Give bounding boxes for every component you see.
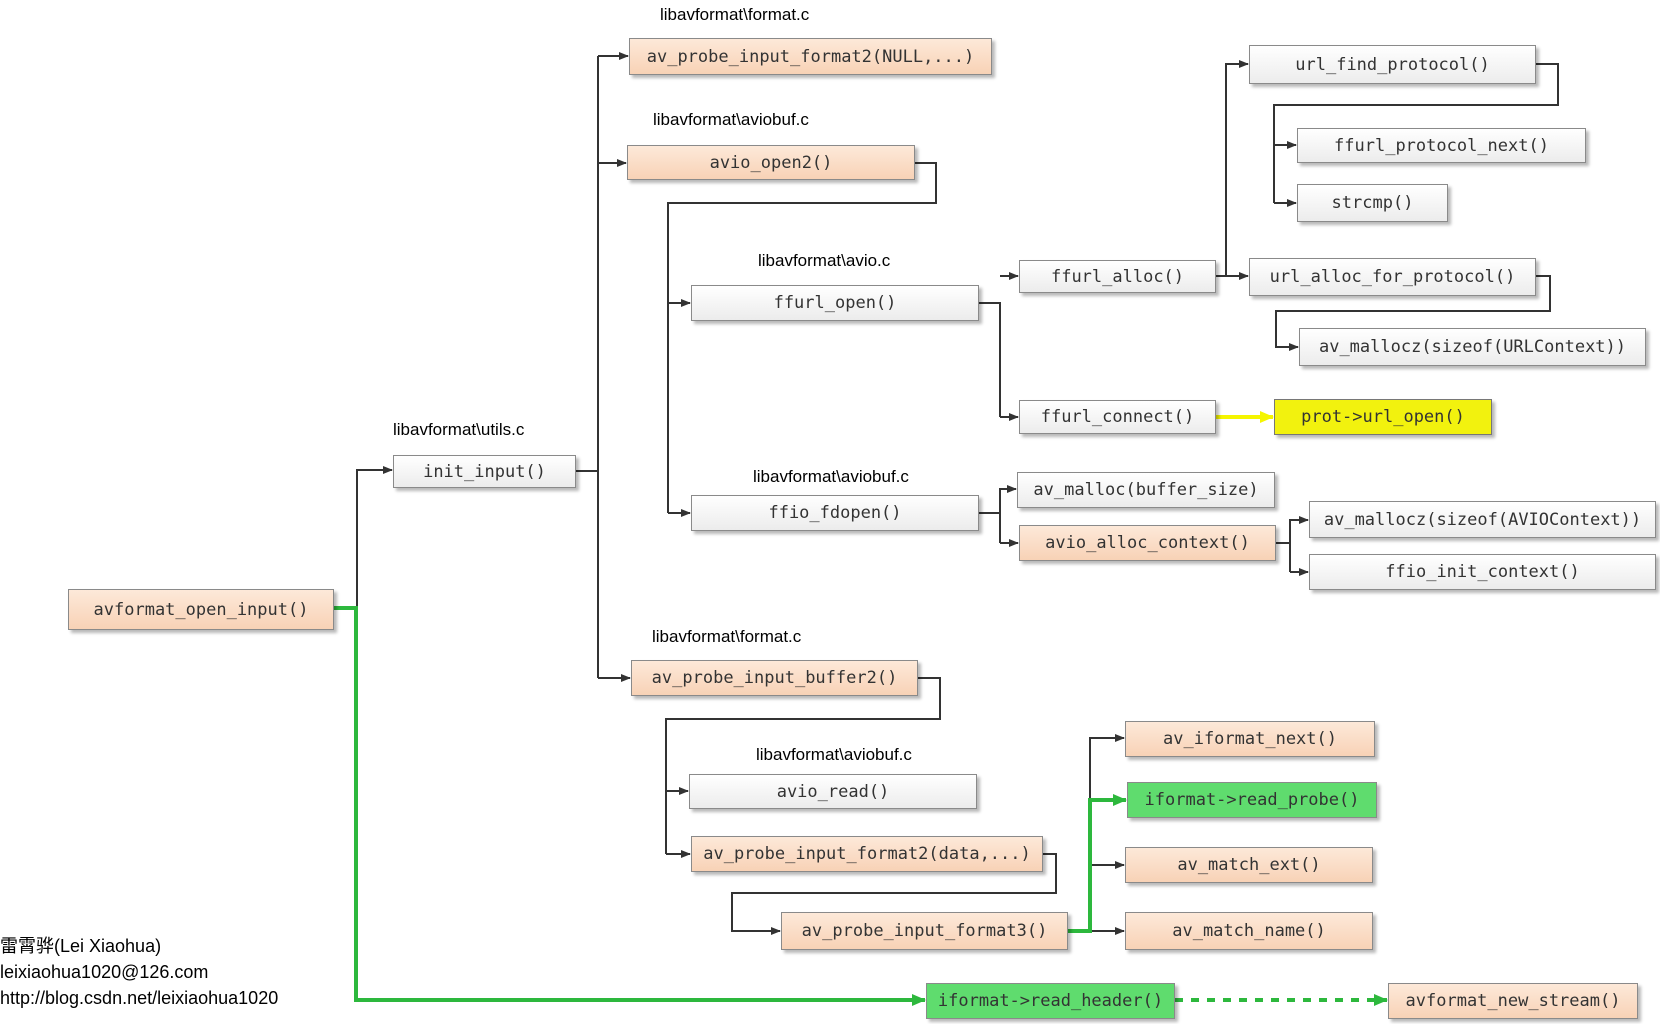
func-avio-read: avio_read() bbox=[689, 774, 977, 809]
func-avformat-new-stream: avformat_new_stream() bbox=[1388, 983, 1638, 1019]
func-iformat-read-header: iformat->read_header() bbox=[926, 983, 1175, 1019]
func-url-alloc-for-protocol: url_alloc_for_protocol() bbox=[1249, 258, 1536, 296]
func-strcmp: strcmp() bbox=[1297, 184, 1448, 222]
file-label-aviobuf-bottom: libavformat\aviobuf.c bbox=[756, 745, 912, 764]
func-av-mallocz-aviocontext: av_mallocz(sizeof(AVIOContext)) bbox=[1309, 501, 1656, 538]
func-av-mallocz-urlcontext: av_mallocz(sizeof(URLContext)) bbox=[1299, 328, 1646, 366]
author-name: 雷霄骅(Lei Xiaohua) bbox=[0, 936, 162, 956]
func-av-probe-input-format3: av_probe_input_format3() bbox=[781, 912, 1068, 950]
author-blog-url: http://blog.csdn.net/leixiaohua1020 bbox=[0, 988, 279, 1008]
func-ffio-fdopen: ffio_fdopen() bbox=[691, 495, 979, 531]
func-ffurl-protocol-next: ffurl_protocol_next() bbox=[1297, 128, 1586, 163]
file-label-format-top: libavformat\format.c bbox=[660, 5, 810, 24]
func-av-probe-input-format2-data: av_probe_input_format2(data,...) bbox=[691, 836, 1043, 872]
file-label-aviobuf-top: libavformat\aviobuf.c bbox=[653, 110, 809, 129]
file-label-format-bottom: libavformat\format.c bbox=[652, 627, 802, 646]
func-prot-url-open: prot->url_open() bbox=[1274, 399, 1492, 435]
func-init-input: init_input() bbox=[393, 455, 576, 488]
func-av-match-ext: av_match_ext() bbox=[1125, 847, 1373, 883]
func-ffurl-connect: ffurl_connect() bbox=[1019, 400, 1216, 434]
func-av-malloc-buffer: av_malloc(buffer_size) bbox=[1017, 472, 1275, 508]
file-label-aviobuf-mid: libavformat\aviobuf.c bbox=[753, 467, 909, 486]
func-av-probe-input-buffer2: av_probe_input_buffer2() bbox=[631, 660, 918, 696]
author-email: leixiaohua1020@126.com bbox=[0, 962, 209, 982]
func-ffio-init-context: ffio_init_context() bbox=[1309, 554, 1656, 590]
author-info: 雷霄骅(Lei Xiaohua) leixiaohua1020@126.com … bbox=[0, 933, 278, 1011]
func-url-find-protocol: url_find_protocol() bbox=[1249, 45, 1536, 84]
func-ffurl-open: ffurl_open() bbox=[691, 285, 979, 321]
func-av-probe-input-format2-null: av_probe_input_format2(NULL,...) bbox=[629, 38, 992, 75]
func-av-match-name: av_match_name() bbox=[1125, 912, 1373, 950]
file-label-avio: libavformat\avio.c bbox=[758, 251, 891, 270]
func-ffurl-alloc: ffurl_alloc() bbox=[1019, 260, 1216, 293]
func-av-iformat-next: av_iformat_next() bbox=[1125, 721, 1375, 757]
file-label-utils: libavformat\utils.c bbox=[393, 420, 525, 439]
func-avformat-open-input: avformat_open_input() bbox=[68, 589, 334, 630]
func-avio-open2: avio_open2() bbox=[627, 145, 915, 180]
func-avio-alloc-context: avio_alloc_context() bbox=[1019, 525, 1276, 561]
func-iformat-read-probe: iformat->read_probe() bbox=[1127, 782, 1377, 818]
